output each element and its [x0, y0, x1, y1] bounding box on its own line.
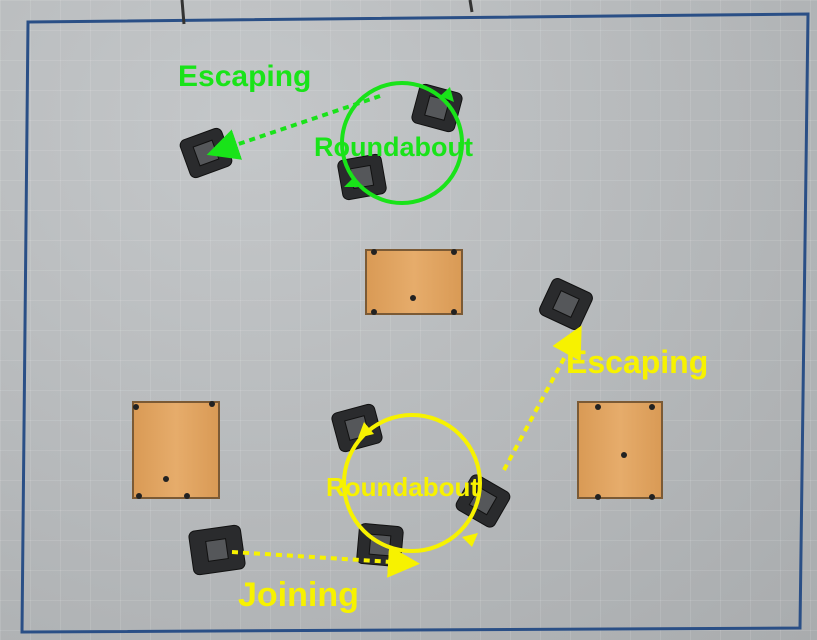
cable: [468, 0, 474, 13]
yellow-escaping-path: [502, 325, 582, 471]
green-roundabout-circle: [340, 81, 464, 205]
robot: [411, 83, 463, 133]
obstacle-box-left: [132, 401, 220, 499]
yellow-roundabout-arrow: [462, 533, 478, 547]
cable: [180, 0, 186, 25]
green-roundabout-arrow: [344, 177, 358, 187]
robot: [188, 524, 246, 576]
robot: [539, 278, 593, 330]
yellow-escaping-label: Escaping: [566, 344, 709, 380]
robot: [455, 474, 511, 528]
green-escaping-label: Escaping: [178, 60, 312, 93]
green-roundabout-label: Roundabout: [314, 132, 473, 162]
yellow-roundabout-label: Roundabout: [326, 472, 480, 502]
green-roundabout-arrow: [440, 87, 454, 102]
yellow-joining-label: Joining: [238, 576, 359, 614]
yellow-joining-path: [231, 545, 420, 578]
robot: [337, 153, 387, 201]
yellow-roundabout-arrow: [358, 422, 374, 438]
boundary-tape: [20, 12, 810, 634]
obstacle-box-center: [365, 249, 463, 315]
obstacle-box-right: [577, 401, 663, 500]
robot: [179, 127, 233, 179]
